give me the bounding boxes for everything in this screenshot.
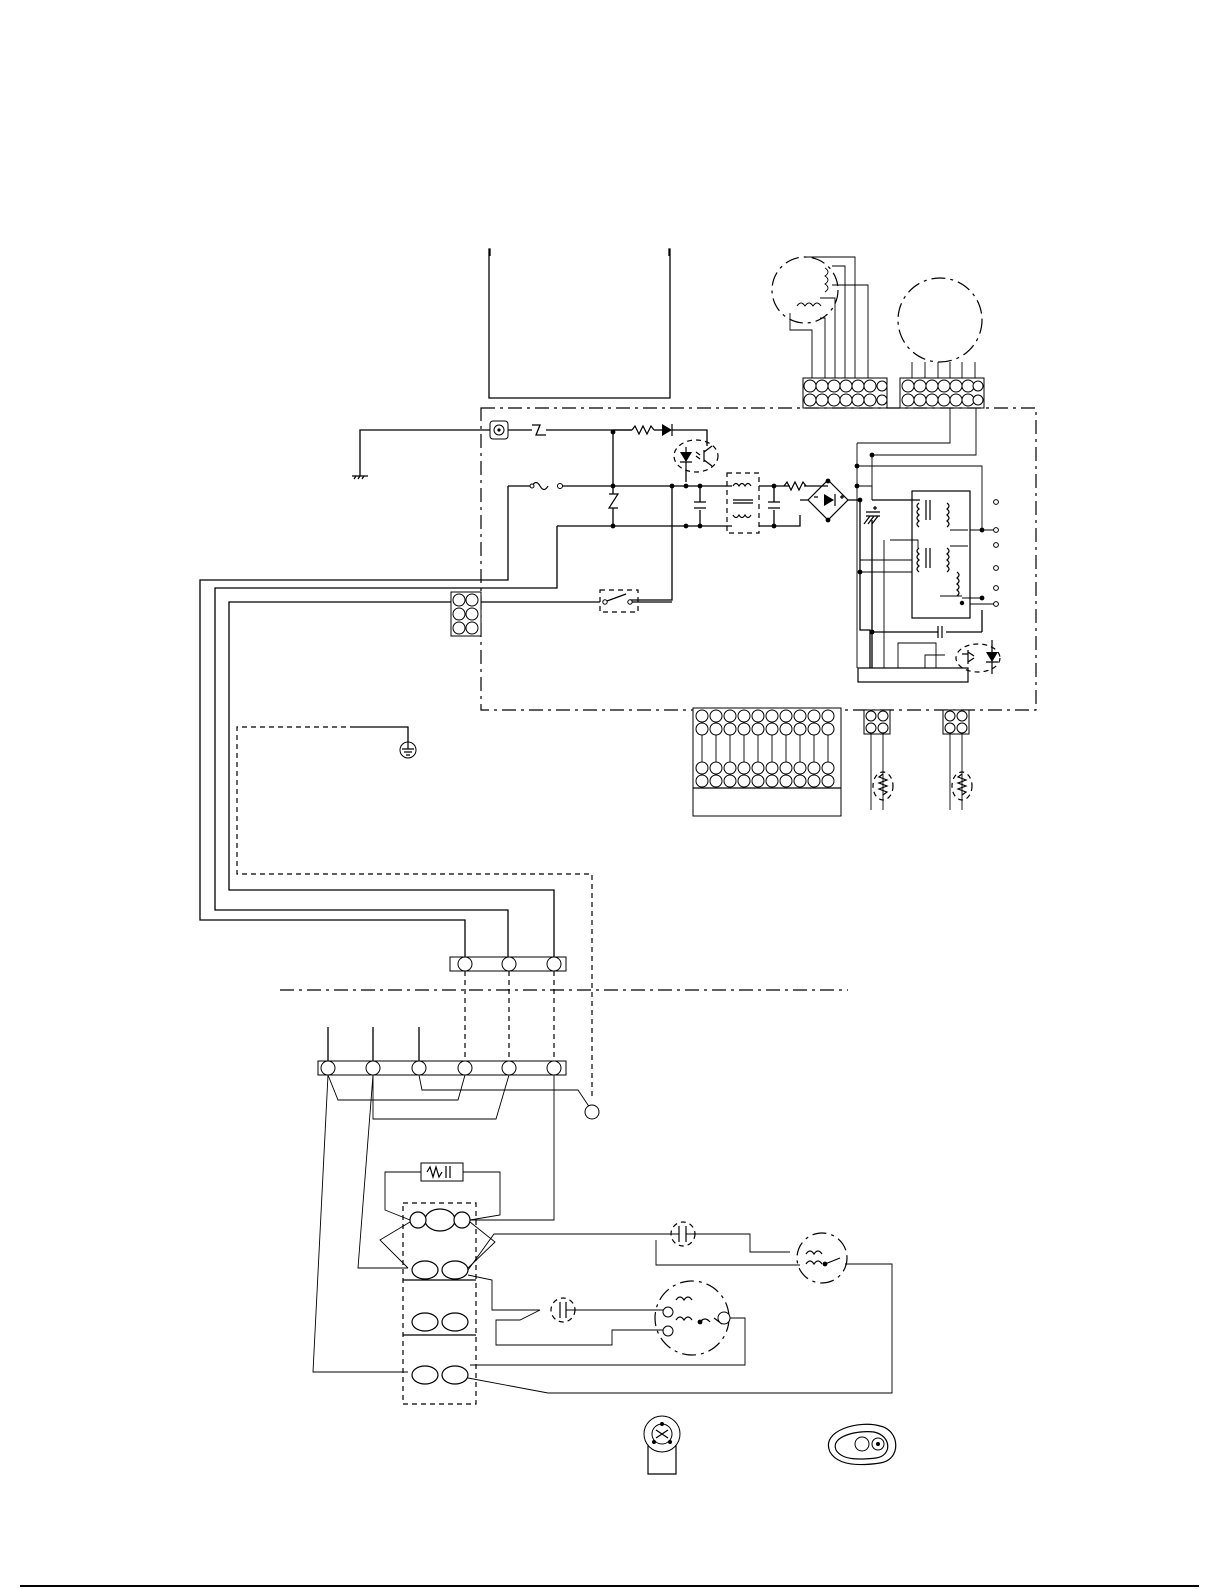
fan-motor bbox=[898, 278, 982, 380]
varistor bbox=[609, 430, 618, 529]
ground-earth bbox=[237, 727, 592, 1097]
board-connector bbox=[229, 592, 554, 958]
fan-capacitor bbox=[650, 1222, 800, 1265]
relay-contact bbox=[478, 590, 672, 612]
compressor-terminal-figure bbox=[644, 1416, 680, 1474]
control-board bbox=[481, 408, 1036, 710]
compressor-capacitor bbox=[496, 1298, 670, 1345]
surge-absorber bbox=[508, 424, 707, 446]
display-block bbox=[489, 249, 670, 398]
room-thermistor bbox=[864, 710, 893, 810]
fan-motor-connector bbox=[900, 378, 984, 408]
photo-coupler-bottom bbox=[858, 540, 1000, 682]
display-connector bbox=[693, 708, 841, 816]
interconnect-wires bbox=[465, 971, 554, 1061]
photo-coupler-top bbox=[674, 440, 718, 482]
board-ground-wire bbox=[352, 421, 508, 479]
noise-filter bbox=[630, 473, 828, 600]
overload-protector-figure bbox=[828, 1424, 895, 1464]
indoor-terminal-block bbox=[450, 957, 566, 971]
line-fuse bbox=[200, 483, 732, 959]
compressor bbox=[470, 1281, 745, 1365]
swing-motor bbox=[772, 257, 868, 380]
power-transformer bbox=[855, 408, 999, 668]
page-footer-rule bbox=[20, 1585, 1199, 1587]
contactor bbox=[380, 1163, 892, 1404]
pipe-thermistor bbox=[943, 710, 972, 810]
outdoor-fan-motor bbox=[797, 1233, 847, 1283]
swing-motor-connector bbox=[803, 378, 887, 408]
